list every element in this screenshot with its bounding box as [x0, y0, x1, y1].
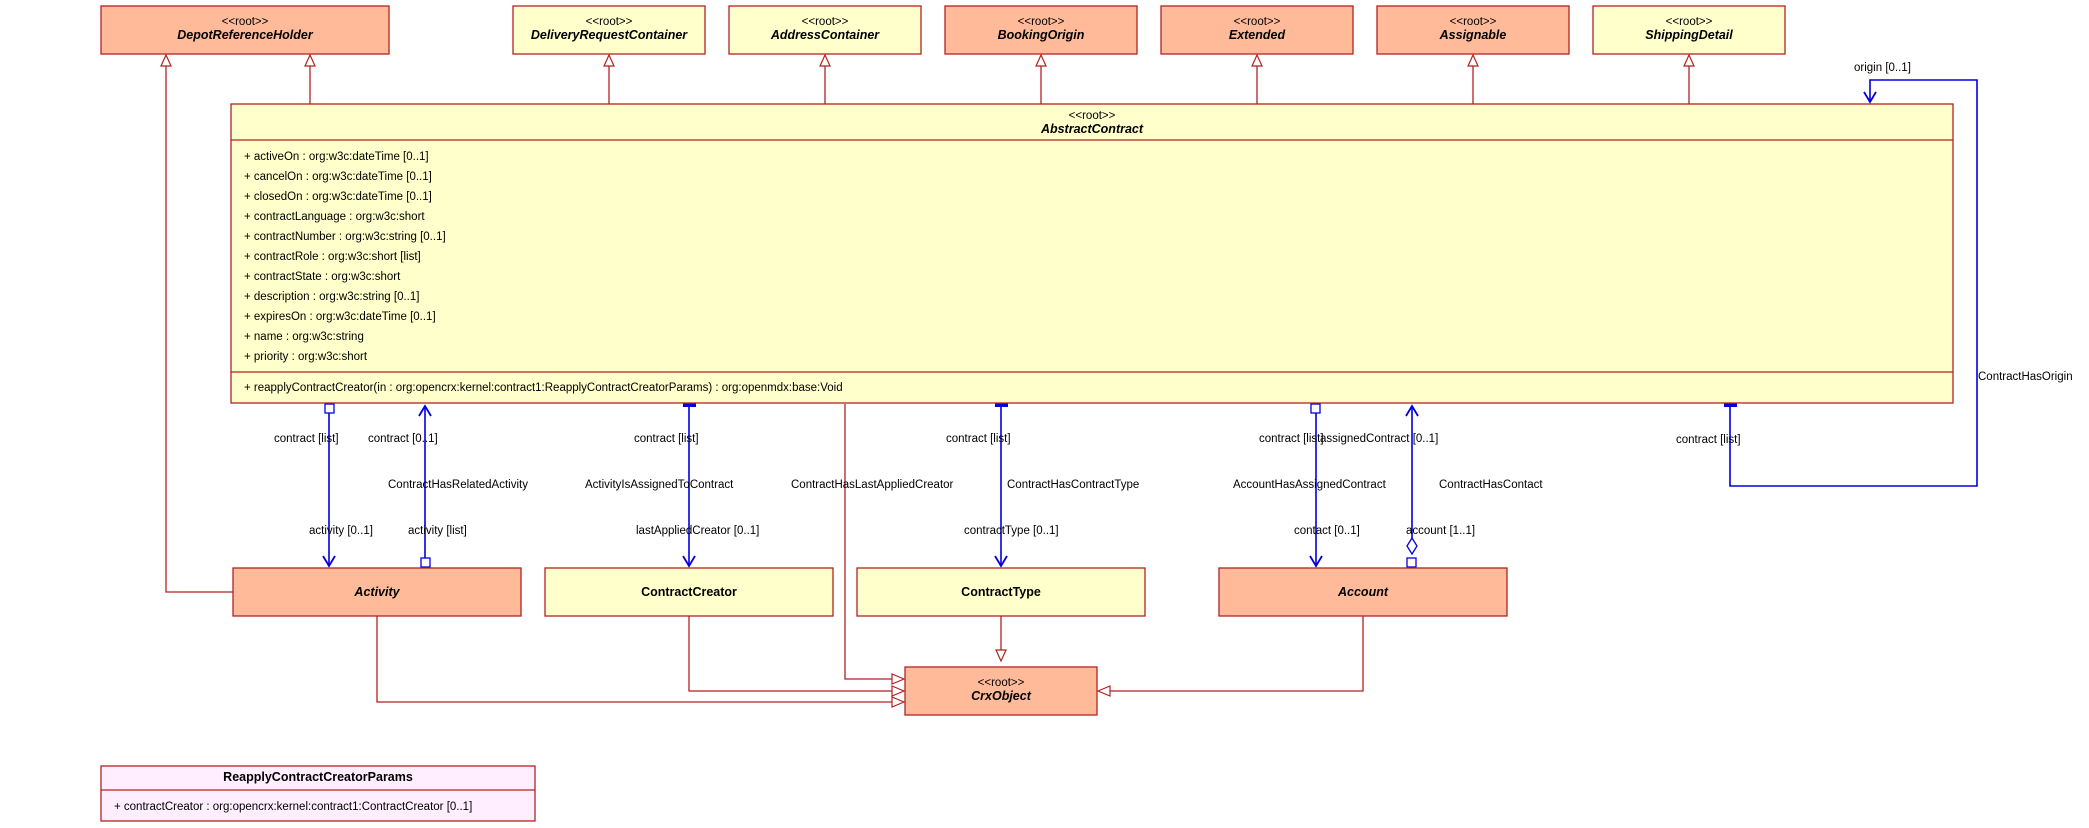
association-lines — [328, 79, 1978, 566]
class-name: AbstractContract — [1040, 122, 1144, 136]
assoc-name-last-applied-creator: ContractHasLastAppliedCreator — [791, 479, 954, 491]
class-name: CrxObject — [971, 689, 1032, 703]
role-contract-list-activity: contract [list] — [274, 433, 339, 445]
assoc-name-origin: ContractHasOrigin — [1978, 371, 2073, 383]
role-contract-list-creator: contract [list] — [634, 433, 699, 445]
assoc-name-assigned-contract: AccountHasAssignedContract — [1233, 479, 1387, 491]
class-booking-origin[interactable]: <<root>> BookingOrigin — [944, 5, 1138, 55]
stereotype-label: <<root>> — [1234, 16, 1281, 28]
assoc-name-related-activity: ContractHasRelatedActivity — [388, 479, 528, 491]
class-name: Account — [1337, 585, 1389, 599]
stereotype-label: <<root>> — [1069, 110, 1116, 122]
class-activity[interactable]: Activity — [232, 567, 522, 617]
attribute-contract-role: + contractRole : org:w3c:short [list] — [244, 251, 421, 263]
role-activity-list: activity [list] — [408, 525, 467, 537]
class-contract-creator[interactable]: ContractCreator — [544, 567, 834, 617]
class-name: Assignable — [1439, 28, 1507, 42]
role-activity-0-1: activity [0..1] — [309, 525, 373, 537]
assoc-name-contract-type: ContractHasContractType — [1007, 479, 1139, 491]
stereotype-label: <<root>> — [1666, 16, 1713, 28]
association-labels: ContractHasRelatedActivity contract [lis… — [274, 62, 2073, 537]
class-reapply-contract-creator-params[interactable]: ReapplyContractCreatorParams + contractC… — [100, 765, 536, 822]
association-adornments — [322, 91, 1877, 568]
class-name: Activity — [353, 585, 400, 599]
class-name: ShippingDetail — [1645, 28, 1733, 42]
class-delivery-request-container[interactable]: <<root>> DeliveryRequestContainer — [512, 5, 706, 55]
attribute-closed-on: + closedOn : org:w3c:dateTime [0..1] — [244, 191, 432, 203]
stereotype-label: <<root>> — [586, 16, 633, 28]
attribute-active-on: + activeOn : org:w3c:dateTime [0..1] — [244, 151, 429, 163]
attribute-contract-number: + contractNumber : org:w3c:string [0..1] — [244, 231, 446, 243]
class-abstract-contract[interactable]: <<root>> AbstractContract + activeOn : o… — [230, 103, 1954, 404]
attribute-expires-on: + expiresOn : org:w3c:dateTime [0..1] — [244, 311, 436, 323]
class-name: AddressContainer — [770, 28, 880, 42]
attribute-contract-creator: + contractCreator : org:opencrx:kernel:c… — [114, 801, 472, 813]
role-last-applied-creator: lastAppliedCreator [0..1] — [636, 525, 759, 537]
role-contract-type: contractType [0..1] — [964, 525, 1059, 537]
attribute-name: + name : org:w3c:string — [244, 331, 364, 343]
attribute-priority: + priority : org:w3c:short — [244, 351, 368, 363]
class-extended[interactable]: <<root>> Extended — [1160, 5, 1354, 55]
stereotype-label: <<root>> — [1018, 16, 1065, 28]
attribute-list: + activeOn : org:w3c:dateTime [0..1] + c… — [244, 151, 446, 363]
assoc-name-contact: ContractHasContact — [1439, 479, 1543, 491]
attribute-cancel-on: + cancelOn : org:w3c:dateTime [0..1] — [244, 171, 432, 183]
role-assigned-contract: assignedContract [0..1] — [1320, 433, 1438, 445]
role-contract-list-account: contract [list] — [1259, 433, 1324, 445]
attribute-contract-language: + contractLanguage : org:w3c:short — [244, 211, 425, 223]
class-shipping-detail[interactable]: <<root>> ShippingDetail — [1592, 5, 1786, 55]
class-crx-object[interactable]: <<root>> CrxObject — [904, 666, 1098, 716]
class-name: Extended — [1229, 28, 1286, 42]
class-account[interactable]: Account — [1218, 567, 1508, 617]
stereotype-label: <<root>> — [978, 677, 1025, 689]
class-name: ContractType — [961, 585, 1041, 599]
role-origin: origin [0..1] — [1854, 62, 1911, 74]
generalization-arrowheads — [160, 53, 1695, 708]
generalization-lines — [165, 57, 1690, 703]
attribute-description: + description : org:w3c:string [0..1] — [244, 291, 419, 303]
class-contract-type[interactable]: ContractType — [856, 567, 1146, 617]
role-contract-list-origin: contract [list] — [1676, 434, 1741, 446]
class-name: DepotReferenceHolder — [177, 28, 314, 42]
class-assignable[interactable]: <<root>> Assignable — [1376, 5, 1570, 55]
class-depot-reference-holder[interactable]: <<root>> DepotReferenceHolder — [100, 5, 390, 55]
assoc-name-assigned-to-contract: ActivityIsAssignedToContract — [585, 479, 734, 491]
role-contact: contact [0..1] — [1294, 525, 1360, 537]
class-name: BookingOrigin — [998, 28, 1085, 42]
stereotype-label: <<root>> — [802, 16, 849, 28]
attribute-contract-state: + contractState : org:w3c:short — [244, 271, 401, 283]
role-contract-0-1-activity: contract [0..1] — [368, 433, 438, 445]
class-name: DeliveryRequestContainer — [531, 28, 688, 42]
stereotype-label: <<root>> — [222, 16, 269, 28]
role-account: account [1..1] — [1406, 525, 1475, 537]
operation-reapply-contract-creator: + reapplyContractCreator(in : org:opencr… — [244, 382, 843, 394]
class-address-container[interactable]: <<root>> AddressContainer — [728, 5, 922, 55]
class-name: ContractCreator — [641, 585, 737, 599]
role-contract-list-type: contract [list] — [946, 433, 1011, 445]
class-name: ReapplyContractCreatorParams — [223, 770, 413, 784]
stereotype-label: <<root>> — [1450, 16, 1497, 28]
